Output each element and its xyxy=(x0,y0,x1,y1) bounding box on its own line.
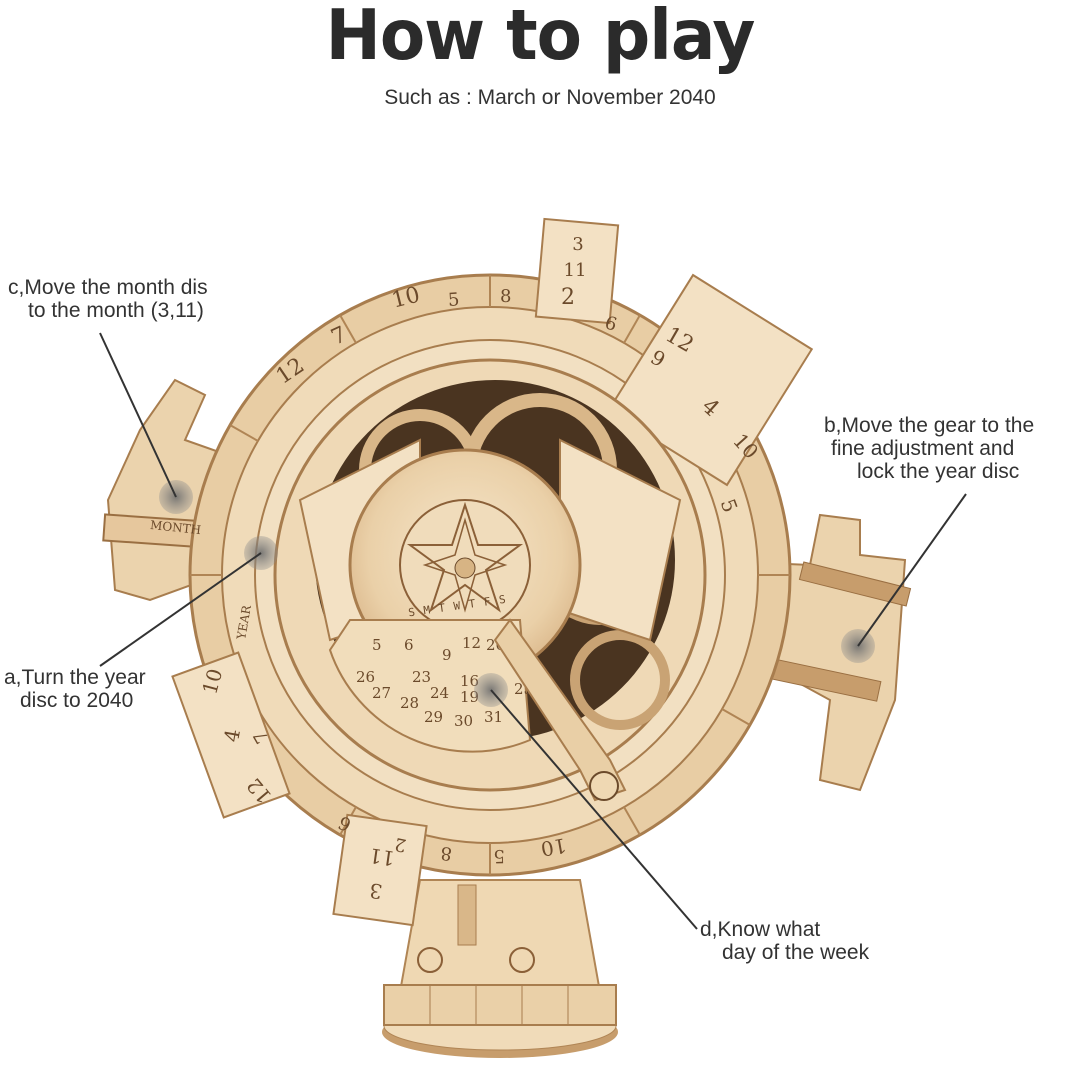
callout-weekday-line: day of the week xyxy=(722,941,870,964)
date-number: 24 xyxy=(430,684,449,702)
year-label: YEAR xyxy=(234,603,254,641)
callout-month-line: c,Move the month dis xyxy=(8,276,208,299)
leader-line-a xyxy=(99,552,262,667)
callout-year-line: a,Turn the year xyxy=(4,666,146,689)
ring-number: 4 xyxy=(219,727,245,744)
ring-number: 5 xyxy=(447,289,460,311)
date-number: 6 xyxy=(404,636,414,654)
date-number: 12 xyxy=(462,634,481,652)
pointer-arm xyxy=(493,618,627,802)
date-number: 27 xyxy=(372,684,391,702)
callout-gear-line: b,Move the gear to the xyxy=(824,414,1035,437)
date-number: 29 xyxy=(424,708,443,726)
callout-year-line: disc to 2040 xyxy=(20,689,134,712)
ring-number: 8 xyxy=(500,286,511,307)
bottom-tab-number: 3 xyxy=(368,878,384,904)
date-wheel: 5 6 9 12 16 19 20 23 24 25 26 27 28 29 3… xyxy=(328,619,533,753)
callout-month-line: to the month (3,11) xyxy=(28,299,204,322)
top-tab-number: 2 xyxy=(561,285,575,310)
callout-weekday: d,Know what day of the week xyxy=(700,918,869,964)
ring-number: 8 xyxy=(440,842,453,864)
ring-number: 2 xyxy=(393,833,409,856)
date-number: 23 xyxy=(412,668,431,686)
date-number: 31 xyxy=(484,708,503,726)
callout-gear-line: lock the year disc xyxy=(857,460,1020,483)
bottom-tab-number: 11 xyxy=(368,843,397,870)
leader-line-c xyxy=(99,332,177,498)
date-number: 9 xyxy=(442,646,452,664)
callout-year: a,Turn the year disc to 2040 xyxy=(4,666,146,712)
month-label: MONTH xyxy=(149,518,201,537)
top-tab-number: 3 xyxy=(572,234,583,255)
leader-line-d xyxy=(490,689,698,930)
ring-number: 6 xyxy=(602,312,619,335)
bottom-month-tab: 11 3 xyxy=(171,651,428,927)
callout-weekday-line: d,Know what xyxy=(700,918,821,941)
top-month-tab: 3 11 2 xyxy=(534,217,620,325)
page-title: How to play xyxy=(325,0,756,76)
callout-gear: b,Move the gear to the fine adjustment a… xyxy=(824,414,1034,483)
date-number: 30 xyxy=(454,712,473,730)
top-tab-number: 11 xyxy=(564,260,587,281)
page-subtitle: Such as : March or November 2040 xyxy=(384,86,716,109)
ring-number: 10 xyxy=(539,833,568,861)
date-number: 26 xyxy=(356,668,375,686)
date-number: 16 xyxy=(460,672,479,690)
date-number: 5 xyxy=(372,636,382,654)
ring-number: 5 xyxy=(493,845,505,866)
callout-gear-line: fine adjustment and xyxy=(831,437,1015,460)
leader-line-b xyxy=(857,493,967,647)
calendar-stand xyxy=(382,879,618,1058)
date-number: 28 xyxy=(400,694,419,712)
callout-month: c,Move the month dis to the month (3,11) xyxy=(8,276,208,322)
right-month-tab xyxy=(606,273,814,487)
